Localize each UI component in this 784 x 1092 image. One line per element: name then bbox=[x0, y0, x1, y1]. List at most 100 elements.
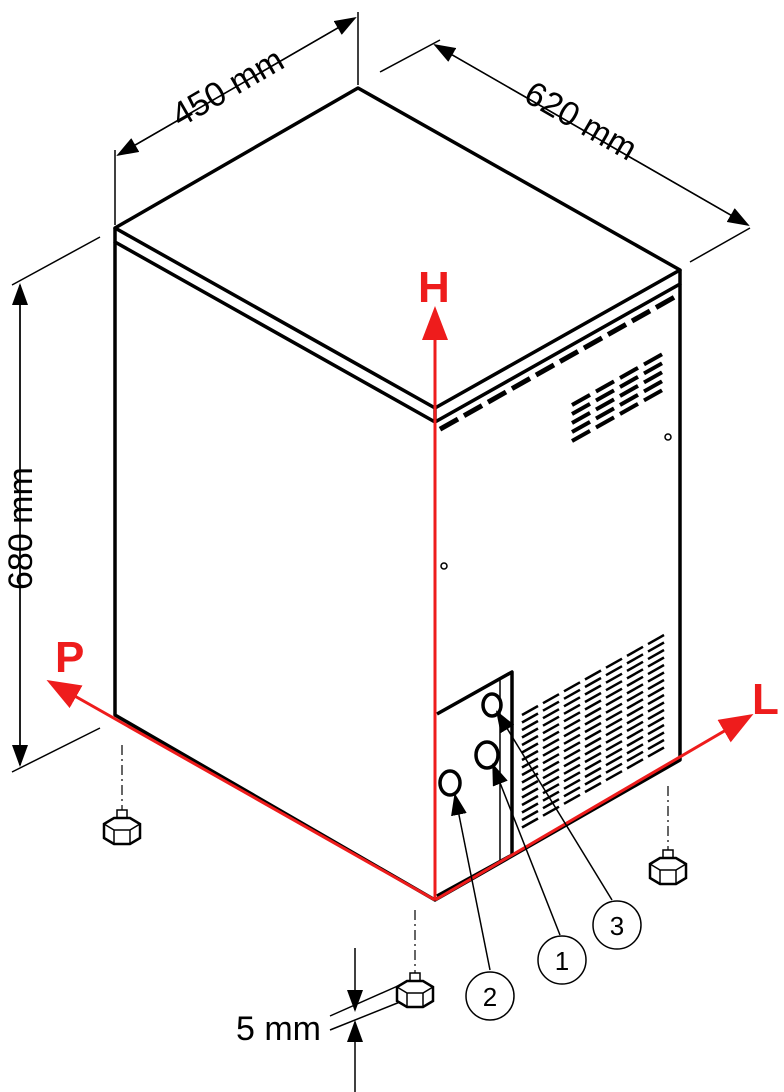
grille-slot bbox=[626, 675, 644, 687]
grille-slot bbox=[605, 680, 623, 692]
vent-slot bbox=[571, 420, 591, 434]
grille-slot bbox=[605, 672, 623, 684]
grille-slot bbox=[605, 762, 623, 774]
grille-slot bbox=[542, 738, 560, 750]
grille-slot bbox=[584, 721, 602, 734]
adjustable-foot bbox=[648, 786, 688, 886]
grille-slot bbox=[563, 786, 581, 798]
vent-slot bbox=[595, 397, 615, 412]
grille-slot bbox=[647, 656, 665, 668]
vent-slot bbox=[643, 370, 663, 385]
grille-slot bbox=[542, 790, 560, 802]
axes: H P L bbox=[46, 263, 779, 902]
vent-slot bbox=[595, 415, 615, 430]
vent-slot bbox=[595, 388, 615, 403]
grille-slot bbox=[521, 734, 539, 747]
grille-slot bbox=[521, 727, 539, 739]
grille-slot bbox=[542, 768, 560, 780]
callout-3: 3 bbox=[592, 900, 642, 950]
grille-slot bbox=[521, 757, 539, 769]
grille-slot bbox=[626, 750, 644, 762]
grille-slot bbox=[521, 779, 539, 792]
grille-slot bbox=[542, 693, 560, 705]
adjustable-foot bbox=[395, 910, 435, 1009]
grille-slot bbox=[584, 699, 602, 711]
grille-slot bbox=[626, 758, 644, 770]
grille-slot bbox=[521, 719, 539, 732]
grille-slot bbox=[584, 676, 602, 689]
grille-slot bbox=[563, 756, 581, 768]
grille-slot bbox=[563, 711, 581, 723]
grille-slot bbox=[584, 751, 602, 764]
grille-slot bbox=[647, 648, 665, 661]
grille-slot bbox=[647, 686, 665, 698]
vent-slot bbox=[571, 429, 591, 443]
vent-slot bbox=[606, 322, 628, 337]
depth-dimension: 620 mm bbox=[518, 74, 643, 168]
vent-slot bbox=[462, 403, 484, 418]
grille-slot bbox=[542, 700, 560, 712]
grille-slot bbox=[584, 714, 602, 726]
axis-label-p: P bbox=[55, 633, 84, 682]
grille-slot bbox=[563, 763, 581, 775]
grille-slot bbox=[647, 723, 665, 736]
grille-slot bbox=[605, 702, 623, 714]
grille-slot bbox=[563, 703, 581, 715]
grille-slot bbox=[605, 747, 623, 759]
width-dimension: 450 mm bbox=[165, 41, 290, 135]
grille-slot bbox=[584, 706, 602, 719]
grille-slot bbox=[647, 641, 665, 653]
grille-slot bbox=[626, 705, 644, 717]
vent-slot bbox=[643, 379, 663, 394]
grille-slot bbox=[605, 710, 623, 722]
grille-slot bbox=[626, 690, 644, 702]
vent-slot bbox=[630, 308, 652, 324]
grille-slot bbox=[542, 708, 560, 720]
vent-slot bbox=[571, 411, 591, 425]
grille-slot bbox=[584, 684, 602, 696]
vent-slot bbox=[438, 416, 460, 432]
vent-slot bbox=[619, 375, 639, 389]
grille-slot bbox=[626, 735, 644, 747]
grille-slot bbox=[584, 744, 602, 756]
grille-slot bbox=[626, 698, 644, 710]
grille-slot bbox=[626, 683, 644, 695]
svg-text:2: 2 bbox=[483, 982, 497, 1012]
grille-slot bbox=[626, 728, 644, 740]
adjustable-foot bbox=[102, 745, 142, 846]
grille-slot bbox=[584, 691, 602, 704]
grille-slot bbox=[563, 778, 581, 790]
vent-slot bbox=[595, 379, 615, 394]
svg-text:3: 3 bbox=[610, 911, 624, 941]
grille-slot bbox=[647, 663, 665, 676]
vent-slot bbox=[558, 349, 580, 364]
grille-slot bbox=[626, 743, 644, 755]
vent-slot bbox=[595, 406, 615, 421]
grille-slot bbox=[605, 717, 623, 729]
callouts: 1 2 3 bbox=[451, 710, 642, 1021]
grille-slot bbox=[521, 817, 539, 829]
axis-label-l: L bbox=[752, 675, 779, 724]
grille-slot bbox=[647, 746, 665, 758]
grille-slot bbox=[626, 645, 644, 657]
grille-slot bbox=[542, 723, 560, 735]
grille-slot bbox=[584, 781, 602, 794]
grille-slot bbox=[584, 729, 602, 741]
grille-slot bbox=[563, 793, 581, 805]
vent-slot bbox=[619, 384, 639, 398]
vent-slot bbox=[486, 389, 508, 405]
grille-slot bbox=[605, 657, 623, 669]
grille-slot bbox=[626, 668, 644, 680]
grille-slot bbox=[521, 787, 539, 799]
callout-2: 2 bbox=[465, 971, 515, 1021]
grille-slot bbox=[542, 753, 560, 765]
foot-dimension: 5 mm bbox=[236, 1010, 321, 1048]
vent-slot bbox=[643, 388, 663, 403]
vent-slot bbox=[582, 335, 604, 351]
grille-slot bbox=[563, 733, 581, 745]
grille-slot bbox=[542, 775, 560, 787]
grille-slot bbox=[605, 770, 623, 782]
callout-1: 1 bbox=[537, 935, 587, 985]
grille-slot bbox=[521, 794, 539, 807]
grille-slot bbox=[605, 725, 623, 737]
